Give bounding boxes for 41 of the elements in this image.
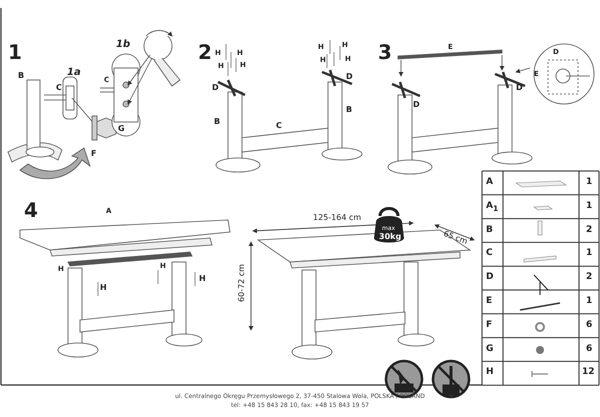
part-letter: D (413, 101, 420, 109)
dimension-label: 125-164 cm (313, 214, 362, 222)
part-quantity: 1 (586, 297, 592, 306)
part-letter: B (214, 118, 220, 126)
part-letter: C (56, 84, 62, 92)
part-letter: D (516, 84, 523, 92)
part-letter: C (276, 122, 282, 130)
part-letter: H (100, 284, 107, 292)
part-letter: D (212, 84, 219, 92)
part-quantity: 1 (586, 178, 592, 187)
detail-label: 1a (67, 68, 81, 78)
dimension-label: 60-72 cm (238, 264, 246, 302)
max-load-label: 30kg (379, 233, 402, 241)
part-letter: G (486, 344, 494, 354)
step-number: 3 (378, 42, 392, 62)
part-letter: D (486, 273, 494, 282)
part-letter: A (486, 178, 493, 187)
part-letter: B (346, 106, 352, 114)
part-letter: H (199, 275, 206, 283)
part-quantity: 12 (582, 368, 595, 378)
part-letter: B (18, 72, 24, 80)
part-quantity: 1 (586, 249, 592, 258)
part-quantity: 6 (586, 320, 592, 330)
part-quantity: 2 (586, 226, 592, 235)
part-letter: G (118, 125, 125, 133)
detail-label: 1b (116, 40, 130, 50)
part-letter: B (486, 226, 493, 235)
step-number: 1 (8, 42, 22, 62)
part-letter: F (91, 150, 96, 158)
step-number: 4 (24, 200, 38, 220)
part-quantity: 6 (586, 344, 592, 354)
part-letter: D (346, 73, 353, 81)
part-quantity: 1 (586, 202, 592, 211)
part-quantity: 2 (586, 273, 592, 282)
part-letter: A$_{1}$ (486, 202, 498, 212)
part-letter: C (486, 249, 493, 258)
dimension-label: 65 cm (442, 230, 468, 246)
part-letter: E (486, 297, 492, 306)
step-number: 2 (198, 42, 212, 62)
part-letter: F (486, 320, 492, 330)
part-letter: H (486, 368, 494, 378)
